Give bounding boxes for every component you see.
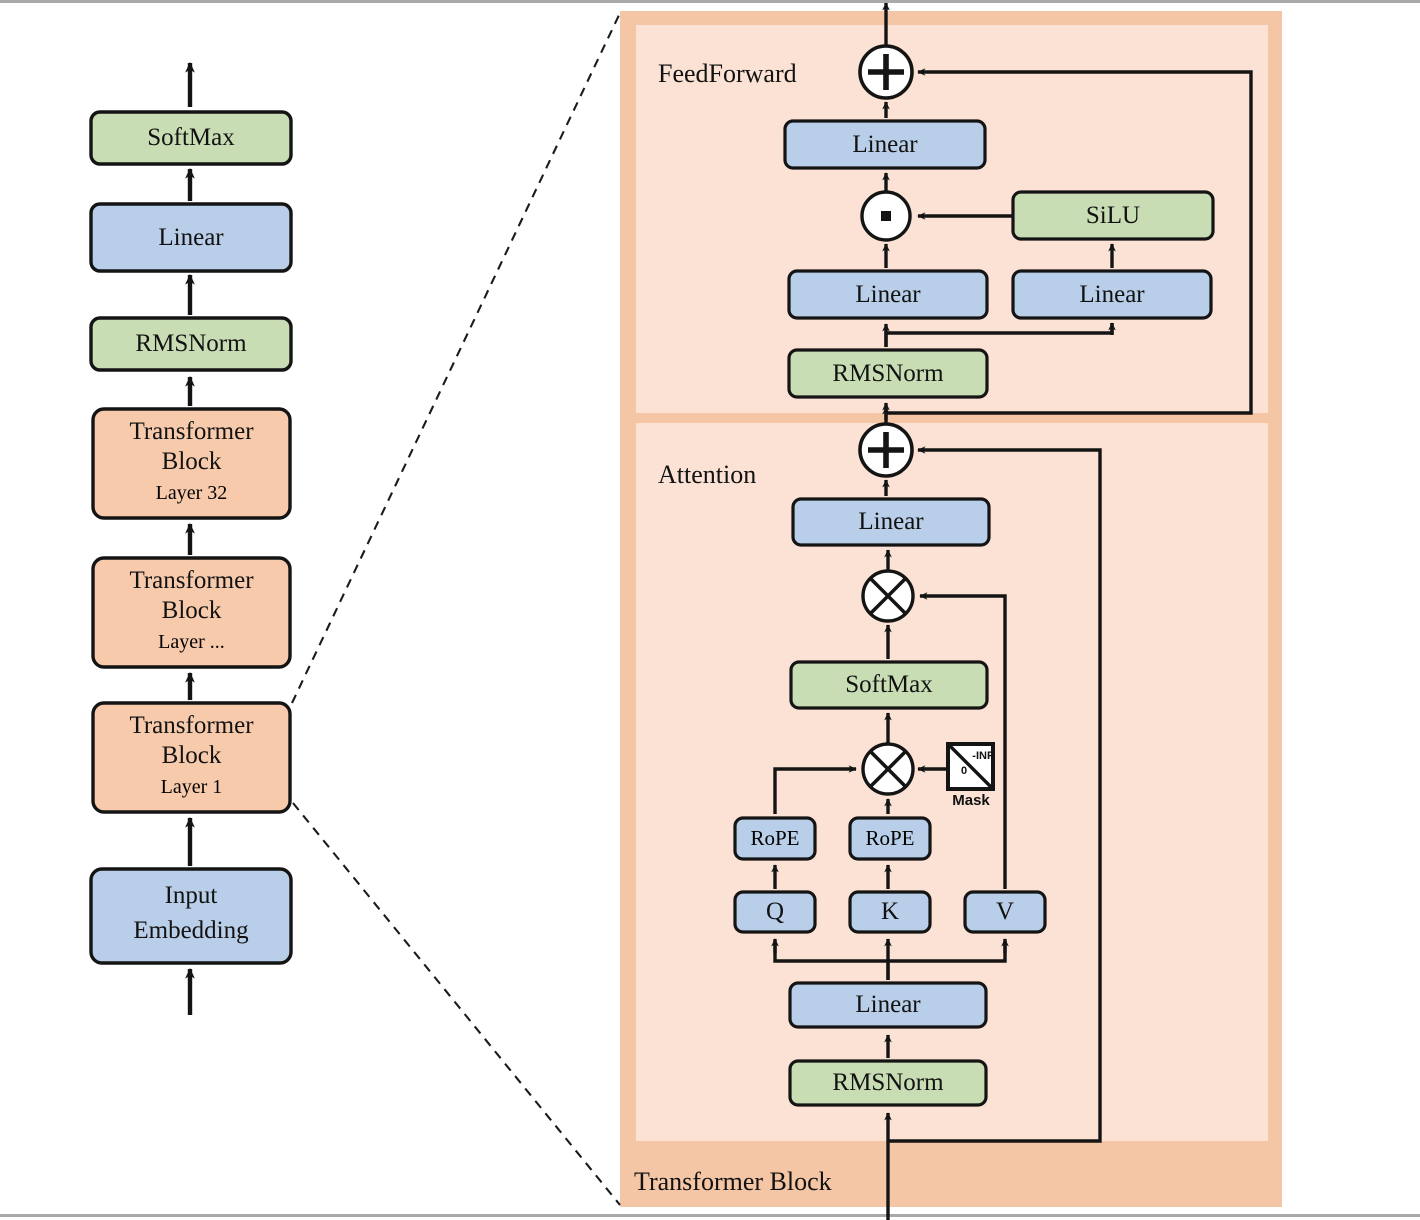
- mask-icon: [946, 742, 995, 791]
- diagram-canvas: [89, 3, 1282, 1220]
- attention-boxes: [733, 497, 1047, 1107]
- box-transformer-block-1: [91, 701, 292, 814]
- box-ff-up-proj: [1011, 269, 1213, 320]
- left-stack-boxes: [89, 110, 293, 965]
- feedforward-boxes: [783, 119, 1215, 399]
- box-rope-q: [733, 816, 817, 861]
- box-key: [848, 890, 932, 934]
- box-attn-qkv-proj: [788, 981, 988, 1029]
- attn-matmul-qk-glyph: [869, 750, 907, 788]
- box-value: [963, 890, 1047, 934]
- box-attn-softmax: [789, 660, 989, 710]
- box-ff-silu: [1011, 190, 1215, 241]
- attn-add-glyph: [868, 432, 904, 468]
- attention-wires: [771, 402, 1102, 1220]
- box-query: [733, 890, 817, 934]
- box-ff-gate-proj: [787, 269, 989, 320]
- ff-add-glyph: [868, 54, 904, 90]
- box-ff-rmsnorm: [787, 348, 989, 399]
- box-input-embedding: [89, 867, 293, 965]
- box-attn-out-proj: [791, 497, 991, 547]
- box-rope-k: [848, 816, 932, 861]
- box-ff-down-proj: [783, 119, 987, 170]
- box-attn-rmsnorm: [788, 1059, 988, 1107]
- callout-dashed-lines: [291, 12, 621, 1206]
- box-rmsnorm: [89, 316, 293, 372]
- box-softmax: [89, 110, 293, 166]
- box-transformer-block-mid: [91, 556, 292, 669]
- attn-matmul-av-glyph: [869, 577, 907, 615]
- ff-mul-dot: [881, 211, 891, 221]
- box-transformer-block-32: [91, 407, 292, 520]
- box-linear: [89, 202, 293, 273]
